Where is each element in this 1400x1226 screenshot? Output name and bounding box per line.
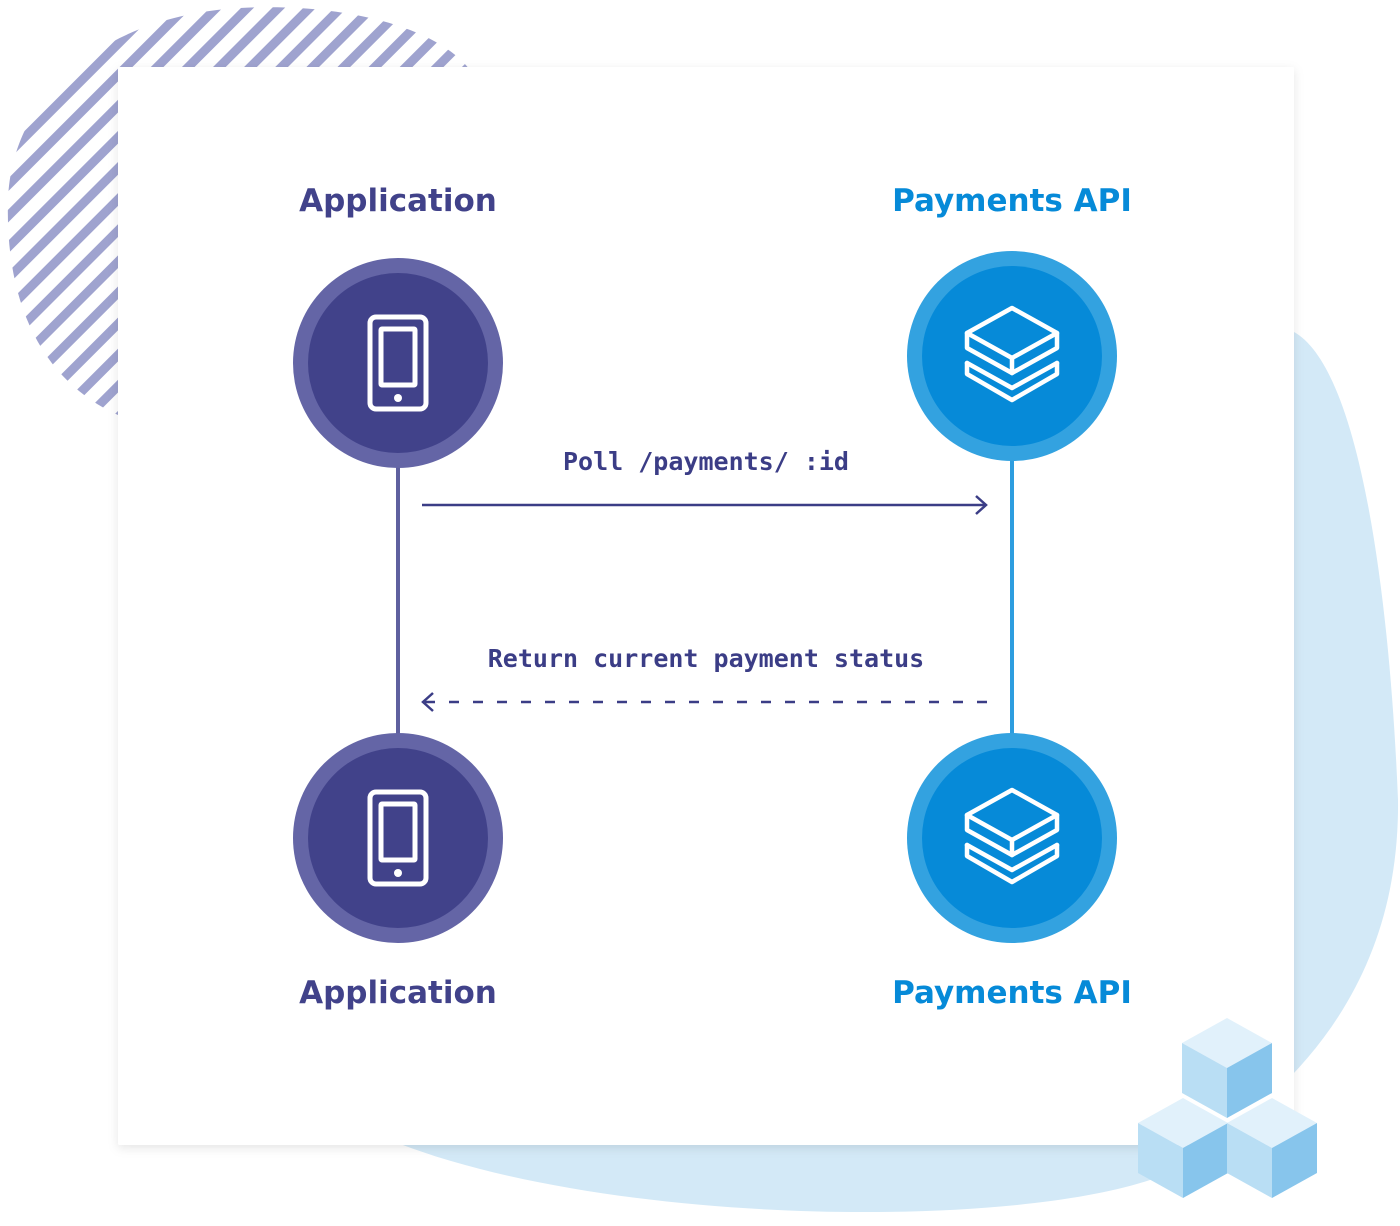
payments-api-bottom-node [907,733,1117,943]
node-core [308,273,488,453]
smartphone-icon [367,789,429,887]
application-bottom-label: Application [299,975,497,1011]
cube-left-face [1138,1123,1183,1198]
cube-right-face [1183,1123,1228,1198]
payments-api-top-node [907,251,1117,461]
light-blue-blob [390,330,1399,1213]
cube-left-face [1227,1123,1272,1198]
layers-icon [964,305,1060,403]
request-arrow [422,495,988,515]
response-arrow-head [421,692,434,712]
smartphone-icon [367,314,429,412]
application-top-label: Application [299,183,497,219]
layers-icon [964,787,1060,885]
payments-api-top-label: Payments API [892,183,1132,219]
response-arrow [421,692,988,712]
stacked-cubes-icon [1138,1018,1317,1198]
cube-right-face [1272,1123,1317,1198]
application-top-node [293,258,503,468]
cube-left-face [1182,1043,1227,1118]
request-arrow-head [975,495,988,515]
cube-right-face [1227,1043,1272,1118]
request-message-label: Poll /payments/ :id [563,447,849,476]
application-bottom-node [293,733,503,943]
diagonal-stripes-blob [7,7,470,415]
node-core [308,748,488,928]
payments-api-bottom-label: Payments API [892,975,1132,1011]
response-message-label: Return current payment status [488,644,925,673]
